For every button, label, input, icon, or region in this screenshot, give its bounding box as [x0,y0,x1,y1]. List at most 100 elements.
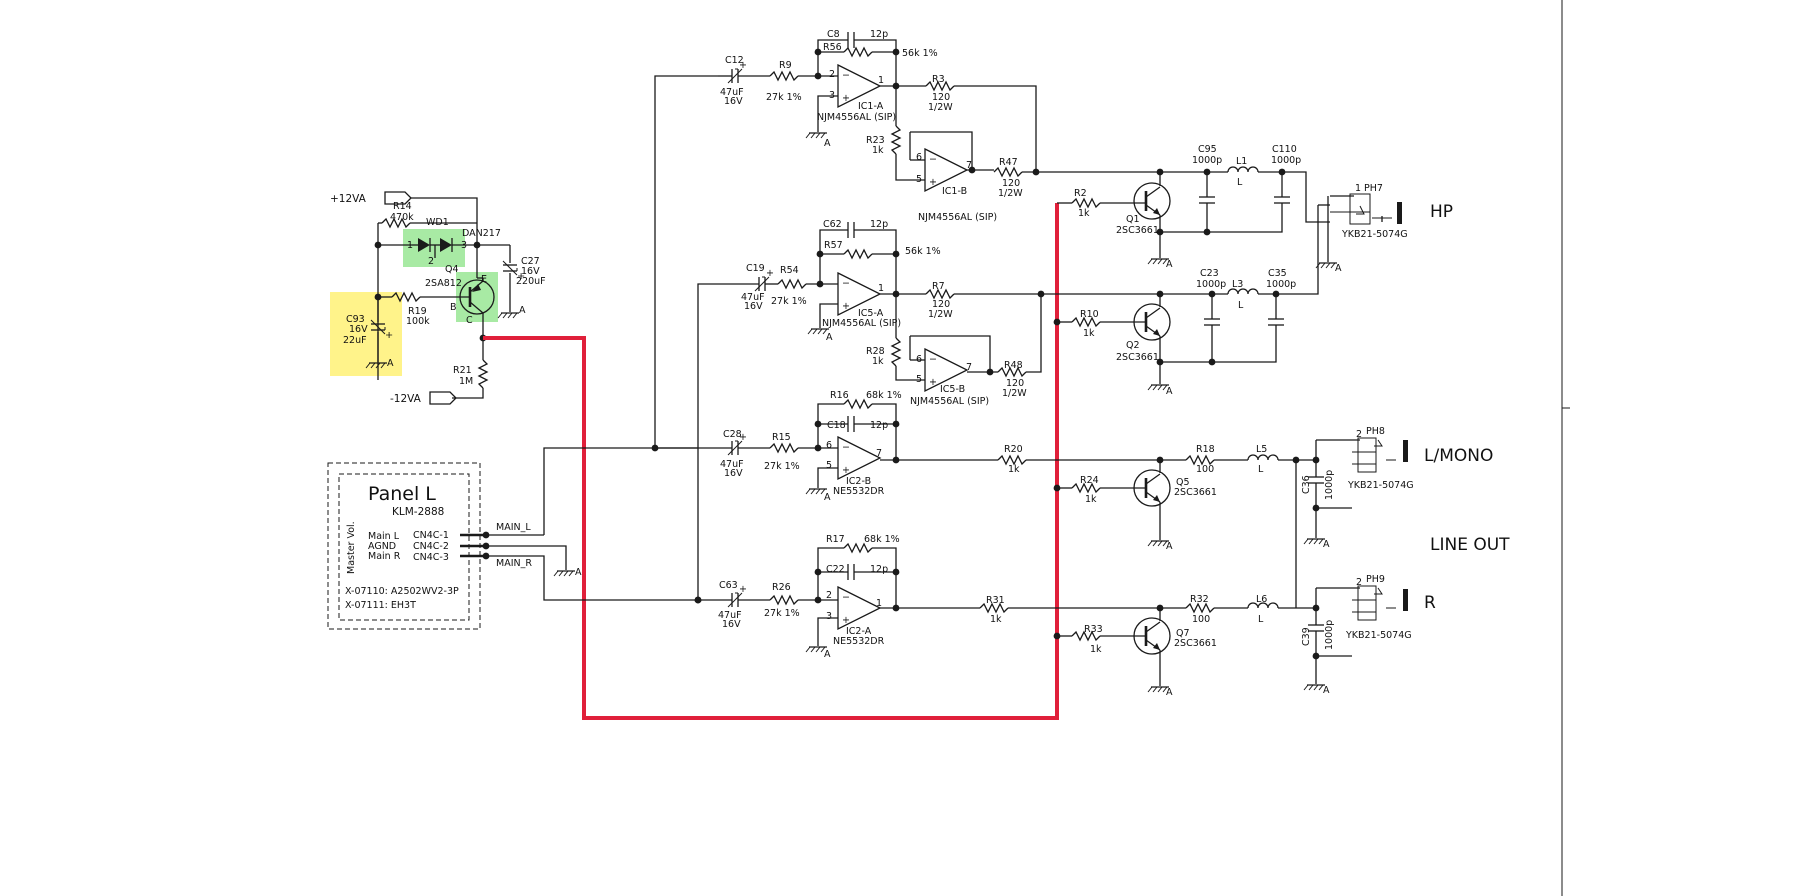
svg-text:7: 7 [966,362,972,373]
svg-text:C35: C35 [1268,268,1287,279]
svg-text:2SC3661: 2SC3661 [1116,352,1159,363]
svg-text:Main L: Main L [368,531,400,542]
svg-text:L: L [1258,614,1264,625]
svg-text:2: 2 [1356,577,1362,588]
lmono-output-label: L/MONO [1424,446,1493,466]
svg-text:16V: 16V [724,96,743,107]
svg-text:120: 120 [932,299,950,310]
svg-text:1000p: 1000p [1324,470,1335,500]
svg-text:1000p: 1000p [1271,155,1301,166]
line-right-stage: C63 47uF 16V R26 27k 1% 2 3 1 IC2-A NE55… [694,534,1436,698]
hp-right-stage: C19 47uF 16V R54 27k 1% 1 IC5-A NJM4556A… [740,219,1160,407]
svg-text:56k 1%: 56k 1% [905,246,941,257]
svg-text:NJM4556AL (SIP): NJM4556AL (SIP) [910,396,989,407]
svg-text:68k 1%: 68k 1% [864,534,900,545]
svg-text:100k: 100k [406,316,430,327]
svg-text:1k: 1k [1083,328,1095,339]
svg-text:2SC3661: 2SC3661 [1174,487,1217,498]
svg-text:12p: 12p [870,219,888,230]
svg-text:100: 100 [1196,464,1214,475]
svg-text:47uF: 47uF [741,292,765,303]
svg-text:IC5-B: IC5-B [940,384,965,395]
svg-text:A: A [824,138,831,149]
svg-text:C28: C28 [723,429,742,440]
wd1-highlight [403,229,465,267]
svg-text:1M: 1M [459,376,473,387]
svg-text:27k 1%: 27k 1% [764,608,800,619]
svg-text:2: 2 [829,69,835,80]
svg-text:1000p: 1000p [1192,155,1222,166]
svg-text:1: 1 [407,240,413,251]
svg-text:R10: R10 [1080,309,1099,320]
svg-text:2: 2 [1356,429,1362,440]
svg-text:NE5532DR: NE5532DR [833,636,885,647]
svg-text:X-07110: A2502WV2-3P: X-07110: A2502WV2-3P [345,586,459,597]
svg-text:R3: R3 [932,74,945,85]
svg-text:R19: R19 [408,306,427,317]
svg-text:CN4C-3: CN4C-3 [413,552,449,563]
svg-text:R23: R23 [866,135,885,146]
svg-text:CN4C-2: CN4C-2 [413,541,449,552]
svg-text:L3: L3 [1232,279,1243,290]
svg-text:1k: 1k [1090,644,1102,655]
svg-text:2SC3661: 2SC3661 [1116,225,1159,236]
svg-text:A: A [824,492,831,503]
svg-text:1/2W: 1/2W [998,188,1023,199]
svg-text:DAN217: DAN217 [462,228,501,239]
svg-text:AGND: AGND [368,541,396,552]
svg-text:Master Vol.: Master Vol. [346,521,357,574]
svg-text:1k: 1k [1085,494,1097,505]
svg-text:6: 6 [826,440,832,451]
svg-text:A: A [519,305,526,316]
svg-text:E: E [481,274,487,285]
svg-text:C: C [466,315,473,326]
svg-text:L: L [1238,300,1244,311]
svg-text:PH8: PH8 [1366,426,1385,437]
svg-text:1: 1 [878,75,884,86]
pos-supply-flag [384,191,412,205]
svg-text:16V: 16V [744,301,763,312]
svg-text:27k 1%: 27k 1% [766,92,802,103]
panel-l-block: Panel L KLM-2888 Master Vol. Main L CN4C… [327,447,698,630]
hp-left-stage: C12 47uF 16V R9 27k 1% 2 3 1 IC1-A NJM45… [718,29,1160,223]
svg-text:A: A [1335,263,1342,274]
svg-text:C93: C93 [346,314,365,325]
svg-text:R48: R48 [1004,360,1023,371]
svg-text:C12: C12 [725,55,744,66]
svg-text:1k: 1k [872,356,884,367]
svg-text:R17: R17 [826,534,845,545]
svg-text:R9: R9 [779,60,792,71]
svg-text:2SC3661: 2SC3661 [1174,638,1217,649]
svg-text:68k 1%: 68k 1% [866,390,902,401]
svg-text:1k: 1k [872,145,884,156]
svg-text:C63: C63 [719,580,738,591]
svg-text:12p: 12p [870,420,888,431]
svg-text:16V: 16V [349,324,368,335]
svg-text:NJM4556AL (SIP): NJM4556AL (SIP) [918,212,997,223]
svg-text:3: 3 [826,611,832,622]
svg-text:A: A [826,332,833,343]
neg-supply-label: -12VA [390,393,422,405]
hp-output-label: HP [1430,202,1453,222]
svg-text:NE5532DR: NE5532DR [833,486,885,497]
svg-text:A: A [1323,539,1330,550]
svg-text:A: A [387,358,394,369]
svg-text:WD1: WD1 [426,217,449,228]
svg-text:MAIN_R: MAIN_R [496,558,532,569]
svg-text:C62: C62 [823,219,842,230]
svg-text:7: 7 [966,160,972,171]
svg-text:1: 1 [1355,183,1361,194]
svg-text:47uF: 47uF [718,610,742,621]
svg-text:1k: 1k [1078,208,1090,219]
r-output-label: R [1424,593,1436,613]
svg-text:120: 120 [1006,378,1024,389]
svg-text:IC5-A: IC5-A [858,308,884,319]
svg-text:R16: R16 [830,390,849,401]
svg-text:R31: R31 [986,595,1005,606]
svg-text:R14: R14 [393,201,412,212]
svg-text:1: 1 [878,283,884,294]
svg-text:16V: 16V [724,468,743,479]
svg-text:22uF: 22uF [343,335,367,346]
hp-output-stage: A R2 1k Q1 2SC3661 C95 1000p L1 L C110 1… [1053,144,1453,397]
svg-text:5: 5 [916,374,922,385]
